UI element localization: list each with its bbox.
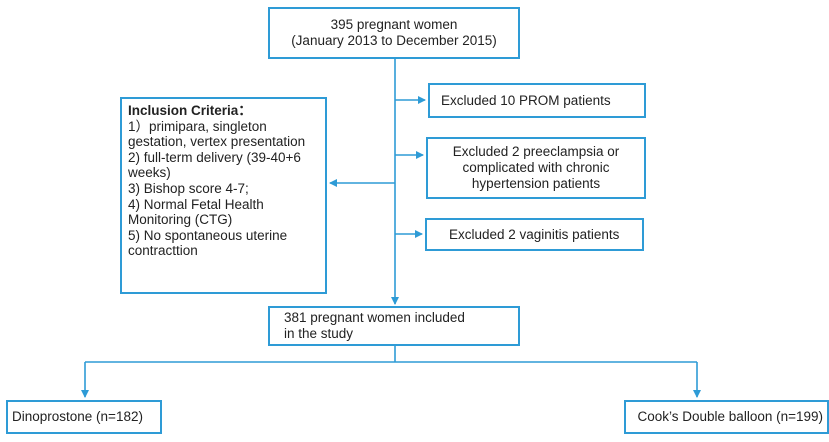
enrolled-period: (January 2013 to December 2015) bbox=[291, 33, 497, 48]
inclusion-line: 4) Normal Fetal Health bbox=[128, 196, 264, 212]
excluded-text: Excluded 10 PROM patients bbox=[441, 92, 611, 108]
group-label: Dinoprostone (n=182) bbox=[12, 409, 143, 424]
excluded-box-prom: Excluded 10 PROM patients bbox=[428, 83, 646, 118]
included-count: 381 pregnant women included bbox=[284, 310, 465, 325]
included-box: 381 pregnant women included in the study bbox=[268, 306, 520, 346]
enrolled-count: 395 pregnant women bbox=[330, 17, 458, 32]
inclusion-line: weeks) bbox=[128, 165, 171, 181]
inclusion-criteria-box: Inclusion Criteria： 1）primipara, singlet… bbox=[120, 97, 327, 294]
inclusion-title: Inclusion Criteria： bbox=[128, 103, 252, 118]
included-note: in the study bbox=[284, 326, 354, 341]
group-label: Cook’s Double balloon (n=199) bbox=[637, 409, 824, 424]
inclusion-line: 5) No spontaneous uterine bbox=[128, 227, 288, 243]
group-box-dinoprostone: Dinoprostone (n=182) bbox=[6, 400, 162, 434]
excluded-text: hypertension patients bbox=[471, 176, 601, 191]
inclusion-line: 1）primipara, singleton bbox=[128, 118, 267, 134]
inclusion-line: contracttion bbox=[128, 243, 198, 259]
inclusion-line: 3) Bishop score 4-7; bbox=[128, 180, 249, 196]
inclusion-line: 2) full-term delivery (39-40+6 bbox=[128, 149, 301, 165]
excluded-text: complicated with chronic bbox=[462, 160, 610, 175]
inclusion-line: gestation, vertex presentation bbox=[128, 134, 306, 150]
group-box-double-balloon: Cook’s Double balloon (n=199) bbox=[624, 400, 829, 434]
enrolled-box: 395 pregnant women (January 2013 to Dece… bbox=[268, 7, 520, 59]
excluded-text: Excluded 2 vaginitis patients bbox=[449, 226, 620, 242]
excluded-box-preeclampsia: Excluded 2 preeclampsia or complicated w… bbox=[426, 137, 646, 199]
inclusion-line: Monitoring (CTG) bbox=[128, 212, 233, 228]
excluded-text: Excluded 2 preeclampsia or bbox=[452, 144, 620, 159]
excluded-box-vaginitis: Excluded 2 vaginitis patients bbox=[425, 218, 644, 251]
